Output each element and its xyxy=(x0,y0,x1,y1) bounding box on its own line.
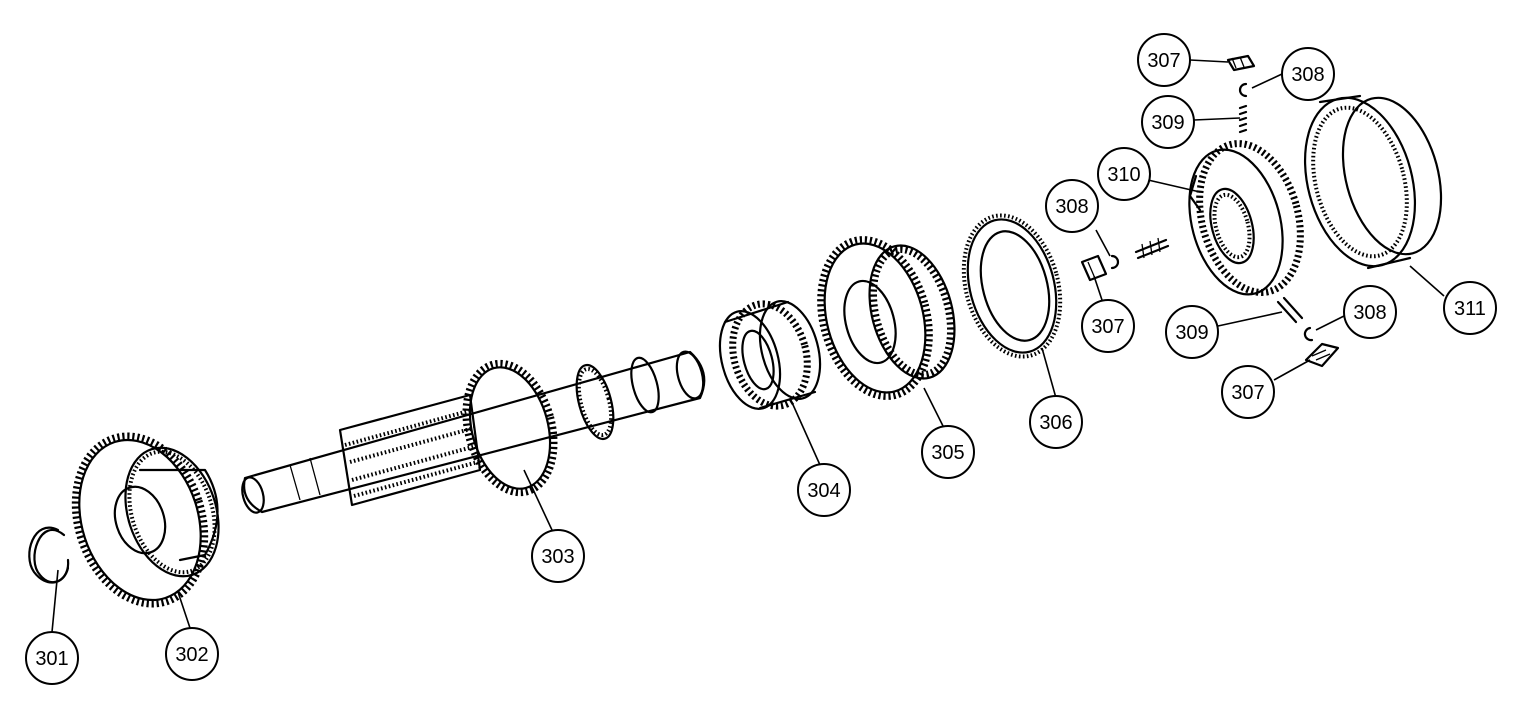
callout-label: 302 xyxy=(175,644,208,666)
insert-key-307-top-part xyxy=(1226,54,1256,72)
callout-307-mid: 307 xyxy=(1081,299,1135,353)
spring-309-bottom-part xyxy=(1276,296,1304,324)
callout-label: 308 xyxy=(1055,196,1088,218)
callout-305: 305 xyxy=(921,425,975,479)
callout-label: 303 xyxy=(541,546,574,568)
synchronizer-ring-306-part xyxy=(961,213,1063,359)
callout-308-top: 308 xyxy=(1281,47,1335,101)
callout-301: 301 xyxy=(25,631,79,685)
callout-label: 307 xyxy=(1231,382,1264,404)
callout-label: 306 xyxy=(1039,412,1072,434)
callout-label: 309 xyxy=(1175,322,1208,344)
callout-label: 311 xyxy=(1454,298,1486,320)
callout-label: 310 xyxy=(1107,164,1140,186)
callout-label: 307 xyxy=(1147,50,1180,72)
callout-303: 303 xyxy=(531,529,585,583)
callout-label: 304 xyxy=(807,480,840,502)
callout-308-mid: 308 xyxy=(1045,179,1099,233)
callout-label: 301 xyxy=(35,648,68,670)
main-shaft-303-part xyxy=(241,350,706,514)
spring-309-mid-part xyxy=(1134,237,1170,260)
callout-label: 308 xyxy=(1353,302,1386,324)
ball-308-parts xyxy=(1110,82,1314,342)
callout-label: 308 xyxy=(1291,64,1324,86)
insert-key-307-mid-part xyxy=(1080,254,1108,282)
callout-308-bottom: 308 xyxy=(1343,285,1397,339)
insert-key-307-bottom-part xyxy=(1304,342,1340,368)
callout-310: 310 xyxy=(1097,147,1151,201)
callout-306: 306 xyxy=(1029,395,1083,449)
gear-305-part xyxy=(817,236,956,400)
callout-309-top: 309 xyxy=(1141,95,1195,149)
callout-302: 302 xyxy=(165,627,219,681)
synchronizer-hub-310-part xyxy=(1188,140,1304,296)
snap-ring-part xyxy=(28,526,70,584)
callout-307-bottom: 307 xyxy=(1221,365,1275,419)
callout-311: 311 xyxy=(1443,281,1497,335)
callout-label: 307 xyxy=(1091,316,1124,338)
spring-309-top-part xyxy=(1238,104,1248,134)
callout-309-bottom: 309 xyxy=(1165,305,1219,359)
gear-302-part xyxy=(71,432,220,608)
needle-bearing-304-part xyxy=(718,300,822,410)
leader-lines xyxy=(51,59,1445,633)
callout-label: 309 xyxy=(1151,112,1184,134)
callout-label: 305 xyxy=(931,442,964,464)
callout-304: 304 xyxy=(797,463,851,517)
sleeve-311-part xyxy=(1303,94,1443,270)
callout-307-top: 307 xyxy=(1137,33,1191,87)
